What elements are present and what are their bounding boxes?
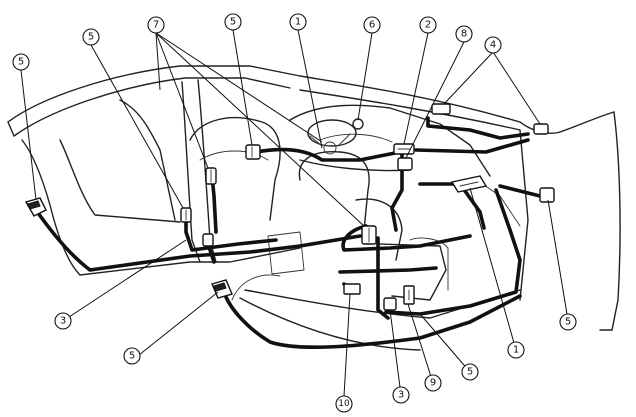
connector-center <box>361 225 377 245</box>
callout-label: 3 <box>60 316 66 327</box>
callout-labels: 5 5 7 5 1 6 2 8 <box>12 13 577 413</box>
sensor-seat <box>403 285 415 305</box>
callout-label: 1 <box>295 17 301 28</box>
callout-label: 2 <box>425 20 431 31</box>
components <box>24 103 555 311</box>
callout-5-bottom: 5 <box>461 363 479 381</box>
callout-8: 8 <box>455 25 473 43</box>
callout-6: 6 <box>363 16 381 34</box>
sensor-rear-left <box>24 197 47 217</box>
sensor-front-door <box>539 187 555 203</box>
callout-10: 10 <box>335 395 353 413</box>
connector-seat <box>383 297 397 311</box>
callout-1-right: 1 <box>507 341 525 359</box>
callout-5-upper-left: 5 <box>82 28 100 46</box>
unit-dash-side <box>397 157 413 171</box>
callout-label: 9 <box>430 378 436 389</box>
callout-label: 4 <box>490 40 496 51</box>
callout-5-far-left: 5 <box>12 53 30 71</box>
callout-1-top: 1 <box>289 13 307 31</box>
callout-label: 5 <box>230 17 236 28</box>
connector-b-pillar <box>180 207 192 223</box>
callout-label: 1 <box>513 345 519 356</box>
callout-2: 2 <box>419 16 437 34</box>
callout-3-left: 3 <box>54 312 72 330</box>
callout-4: 4 <box>484 36 502 54</box>
wiring-harness <box>34 116 542 350</box>
callout-label: 5 <box>18 57 24 68</box>
callout-label: 6 <box>369 20 375 31</box>
sensor-rear-pillar <box>205 167 217 185</box>
callout-7: 7 <box>147 16 165 34</box>
callout-5-upper-mid: 5 <box>224 13 242 31</box>
sensor-door-hinge <box>533 123 549 135</box>
leader-lines <box>20 29 569 397</box>
callout-label: 3 <box>398 390 404 401</box>
callout-3-bottom: 3 <box>392 386 410 404</box>
callout-5-lower-left: 5 <box>123 347 141 365</box>
sensor-upper-mid <box>245 144 261 160</box>
vehicle-body-outline <box>7 65 621 351</box>
sensor-rear-floor <box>211 279 233 299</box>
connector-rear-seat <box>202 233 214 247</box>
callout-9: 9 <box>424 374 442 392</box>
callout-label: 5 <box>467 367 473 378</box>
sensor-dash-top <box>431 103 451 115</box>
control-module-main <box>450 175 488 193</box>
sensor-floor <box>343 283 361 295</box>
callout-5-right: 5 <box>559 313 577 331</box>
callout-label: 8 <box>461 29 467 40</box>
callout-label: 5 <box>88 32 94 43</box>
callout-label: 10 <box>338 399 350 409</box>
callout-label: 5 <box>565 317 571 328</box>
callout-label: 5 <box>129 351 135 362</box>
callout-label: 7 <box>153 20 159 31</box>
